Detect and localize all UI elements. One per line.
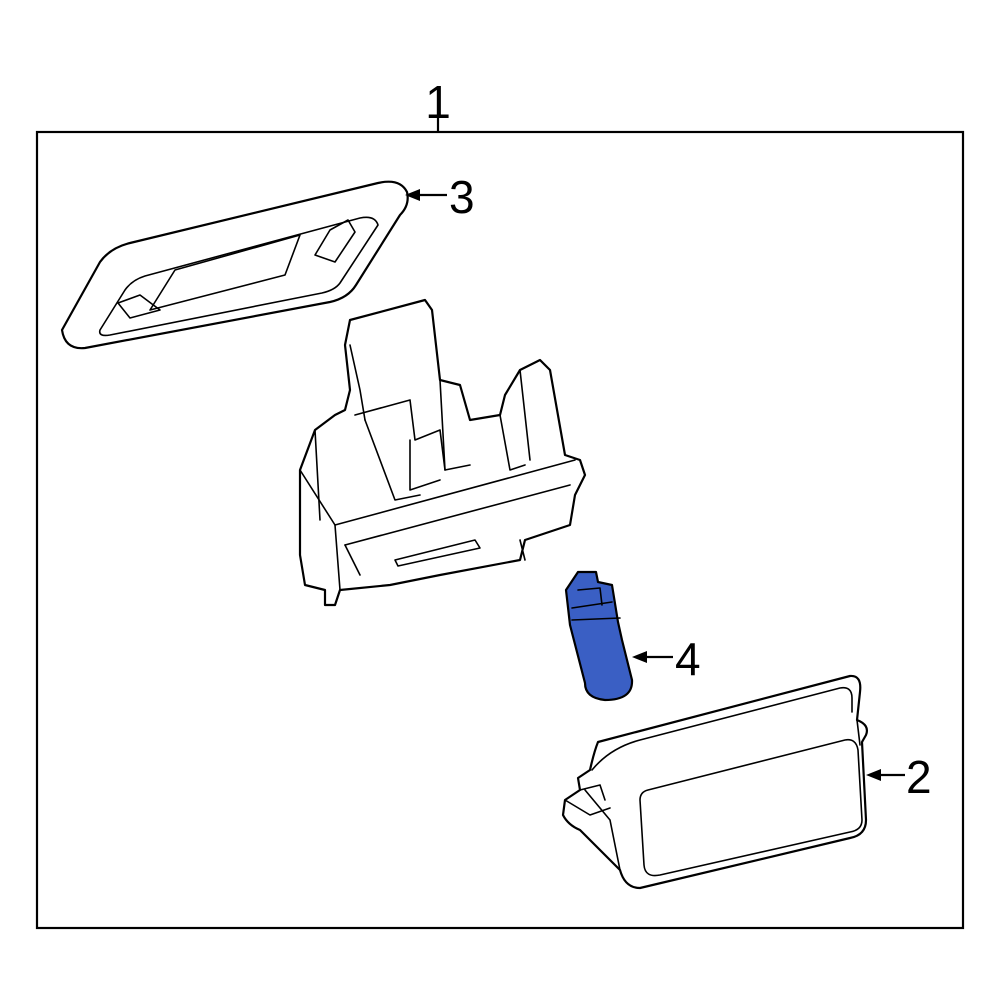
callout-2-label: 2 — [906, 751, 932, 803]
bulb-part — [564, 570, 634, 702]
callout-4[interactable]: 4 — [632, 633, 701, 685]
gasket-part — [60, 180, 409, 350]
callout-2[interactable]: 2 — [866, 751, 932, 803]
lens-part — [561, 674, 869, 890]
callout-4-arrowhead — [632, 651, 647, 663]
callout-4-label: 4 — [675, 633, 701, 685]
callout-3-arrowhead — [405, 189, 420, 201]
callout-1[interactable]: 1 — [425, 76, 451, 132]
callout-2-arrowhead — [866, 769, 881, 781]
callout-3-label: 3 — [449, 171, 475, 223]
callout-3[interactable]: 3 — [405, 171, 475, 223]
assembly-frame — [35, 130, 965, 930]
housing-part — [298, 298, 587, 607]
